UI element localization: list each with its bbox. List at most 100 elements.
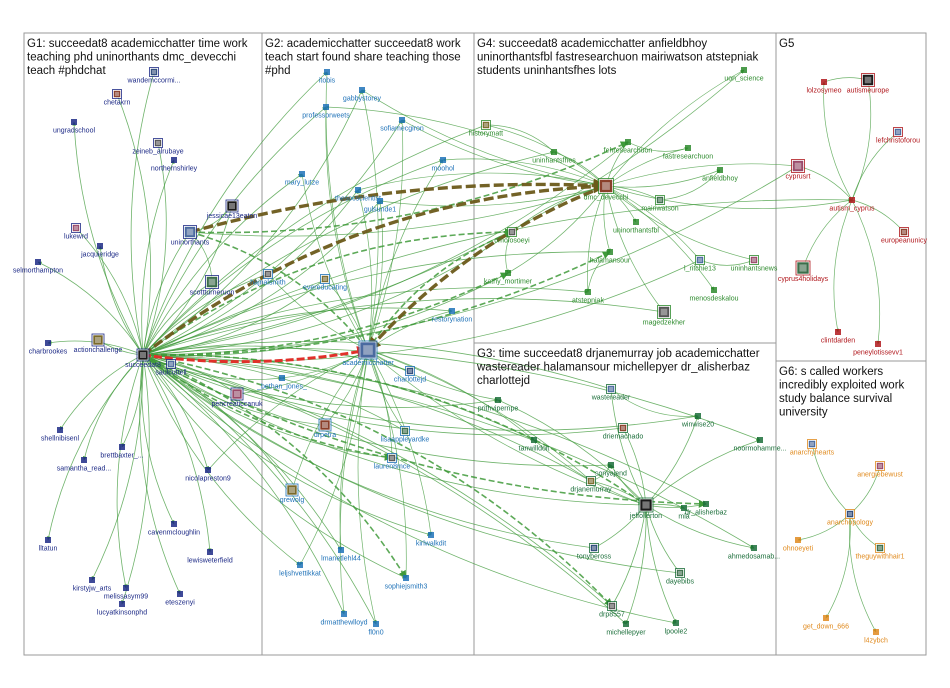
- node-uon_science[interactable]: uon_science: [724, 67, 764, 83]
- node-actionchallenge[interactable]: actionchallenge: [74, 333, 123, 354]
- node-succeedat8[interactable]: succeedat8: [125, 348, 161, 369]
- node-clintdarden[interactable]: clintdarden: [821, 329, 855, 345]
- node-autism_cyprus[interactable]: autism_cyprus: [829, 197, 875, 213]
- node-gulsunde1[interactable]: gulsunde1: [364, 198, 396, 214]
- node-gabbystorey[interactable]: gabbystorey: [343, 87, 382, 103]
- node-winwise20[interactable]: winwise20: [681, 413, 714, 429]
- node-shellnibisenl[interactable]: shellnibisenl: [41, 427, 80, 443]
- node-leljshvettikkat[interactable]: leljshvettikkat: [279, 562, 321, 578]
- node-uninorthants[interactable]: uninorthants: [171, 225, 210, 247]
- node-dr_alisherbaz[interactable]: dr_alisherbaz: [685, 501, 728, 517]
- node-europeanunicy[interactable]: europeanunicy: [881, 227, 927, 245]
- node-lmanetlehl44[interactable]: lmanetlehl44: [321, 547, 361, 563]
- node-drmatthewlloyd[interactable]: drmatthewlloyd: [320, 611, 368, 627]
- node-omolosoeyi[interactable]: omolosoeyi: [494, 227, 530, 245]
- node-driemachado[interactable]: driemachado: [603, 423, 644, 441]
- node-fastresearchuon[interactable]: fastresearchuon: [663, 145, 713, 161]
- node-melissasym99[interactable]: melissasym99: [104, 585, 148, 601]
- node-sonyajend[interactable]: sonyajend: [595, 462, 627, 478]
- node-scottturneruon[interactable]: scottturneruon: [190, 275, 235, 297]
- node-jessicae13eaton[interactable]: jessicae13eaton: [206, 199, 258, 220]
- node-jeffollerton[interactable]: jeffollerton: [629, 497, 662, 520]
- node-menosdeskalou[interactable]: menosdeskalou: [689, 287, 739, 303]
- node-noormohammed[interactable]: noormohamme...: [734, 437, 787, 453]
- node-northernshirley[interactable]: northernshirley: [151, 157, 198, 173]
- node-anfieldbhoy[interactable]: anfieldbhoy: [702, 167, 738, 183]
- node-lefchristoforou[interactable]: lefchristoforou: [876, 127, 920, 145]
- node-halamansour[interactable]: halamansour: [590, 249, 631, 265]
- node-kirstyjw_arts[interactable]: kirstyjw_arts: [73, 577, 112, 593]
- node-evereducating[interactable]: evereducating: [303, 274, 347, 292]
- node-cavenmcloughlin[interactable]: cavenmcloughlin: [148, 521, 200, 537]
- node-historymatt[interactable]: historymatt: [469, 120, 503, 138]
- node-michellepyer[interactable]: michellepyer: [606, 621, 646, 637]
- node-ohnoeyeti[interactable]: ohnoeyeti: [783, 537, 814, 553]
- node-grewolg[interactable]: grewolg: [280, 483, 305, 504]
- node-samantha_read[interactable]: samantha_read...: [57, 457, 112, 473]
- node-prithvipernpe[interactable]: prithvipernpe: [478, 397, 519, 413]
- node-anarchopology[interactable]: anarchopology: [827, 509, 873, 527]
- node-lolzosymeo[interactable]: lolzosymeo: [806, 79, 842, 95]
- node-drpetra[interactable]: drpetra: [314, 418, 336, 439]
- node-mairiwatson[interactable]: mairiwatson: [641, 195, 679, 213]
- node-thesocscientist[interactable]: thesocscientist: [335, 187, 381, 203]
- node-nicolapreston9[interactable]: nicolapreston9: [185, 467, 231, 483]
- node-fehresearchuon[interactable]: fehresearchuon: [604, 139, 653, 155]
- node-lauren8mce[interactable]: lauren8mce: [374, 453, 411, 471]
- node-uninhantsfhes[interactable]: uninhantsfhes: [532, 149, 576, 165]
- node-brettbaxter[interactable]: brettbaxter_...: [100, 444, 144, 460]
- node-peneylotissevv1[interactable]: peneylotissevv1: [853, 341, 903, 357]
- node-dayebibs[interactable]: dayebibs: [666, 568, 695, 586]
- node-eteszenyi[interactable]: eteszenyi: [165, 591, 195, 607]
- node-bethan_jones[interactable]: _bethan_jones_: [256, 375, 307, 391]
- node-pencreaticcanuk[interactable]: pencreaticcanuk: [212, 387, 263, 408]
- node-get_down_666[interactable]: get_down_666: [803, 615, 849, 631]
- node-saulcuttell[interactable]: saulcuttell: [155, 359, 187, 377]
- node-academicchatter[interactable]: academicchatter: [342, 340, 394, 367]
- node-mary_lutze[interactable]: mary_lutze: [285, 171, 319, 187]
- node-drjanemurray[interactable]: drjanemurray: [570, 476, 612, 494]
- node-kathy_mortimer[interactable]: kathy_mortimer: [484, 270, 533, 286]
- node-lisaappleyardke[interactable]: lisaappleyardke: [381, 426, 430, 444]
- node-lpoole2[interactable]: lpoole2: [665, 620, 688, 636]
- node-atstepniak[interactable]: atstepniak: [572, 289, 604, 305]
- node-wandemccormi[interactable]: wandemccormi...: [127, 67, 181, 85]
- node-charlottejd[interactable]: charlottejd: [394, 366, 426, 384]
- node-hajnalsmith[interactable]: hajnalsmith: [250, 269, 286, 287]
- node-wastereader[interactable]: wastereader: [591, 384, 631, 402]
- node-selmorthampton[interactable]: selmorthampton: [13, 259, 63, 275]
- node-sofiamecgiron[interactable]: sofiamecgiron: [380, 117, 424, 133]
- node-drp8557[interactable]: drp8557: [599, 601, 625, 619]
- node-anarchyhearts[interactable]: anarchyhearts: [790, 439, 835, 457]
- node-moohol[interactable]: moohol: [432, 157, 455, 173]
- node-dmc_devecchi[interactable]: dmc_devecchi: [584, 178, 629, 202]
- node-cyprus4holidays[interactable]: cyprus4holidays: [778, 260, 829, 283]
- node-cyprusrt[interactable]: cyprusrt: [786, 159, 811, 181]
- node-lltatun[interactable]: lltatun: [39, 537, 58, 553]
- node-ahmedosamab[interactable]: ahmedosamab...: [728, 545, 780, 561]
- node-zeineb_alrubaye[interactable]: zeineb_alrubaye: [132, 138, 184, 156]
- node-uninorthantsfbl[interactable]: uninorthantsfbl: [613, 219, 659, 235]
- node-theguywithhair1[interactable]: theguywithhair1: [855, 543, 905, 561]
- node-professorweets[interactable]: professorweets: [302, 104, 350, 120]
- node-fl0n0[interactable]: fl0n0: [368, 621, 384, 637]
- node-lukewrd[interactable]: lukewrd: [64, 223, 88, 241]
- node-sophiejsmith3[interactable]: sophiejsmith3: [385, 575, 428, 591]
- node-tanwilldoit[interactable]: tanwilldoit: [519, 437, 550, 453]
- node-ungradschool[interactable]: ungradschool: [53, 119, 95, 135]
- node-l4zybch[interactable]: l4zybch: [864, 629, 888, 645]
- node-tonybeross[interactable]: tonybeross: [577, 543, 612, 561]
- node-charbrookes[interactable]: charbrookes: [29, 340, 68, 356]
- node-anergiebewust[interactable]: anergiebewust: [857, 461, 903, 479]
- node-mla[interactable]: mla: [678, 505, 690, 521]
- node-autismeurope[interactable]: autismeurope: [847, 73, 890, 95]
- node-restorynation[interactable]: restorynation: [432, 308, 473, 324]
- node-lewisweterfield[interactable]: lewisweterfield: [187, 549, 233, 565]
- node-uninhantsnews[interactable]: uninhantsnews: [731, 255, 778, 273]
- node-jacquieridge[interactable]: jacquieridge: [80, 243, 119, 259]
- node-l_ritchie13[interactable]: l_ritchie13: [684, 255, 716, 273]
- node-itobis[interactable]: itobis: [319, 69, 336, 85]
- node-chetakrn[interactable]: chetakrn: [104, 89, 131, 107]
- node-kirlwalkdit[interactable]: kirlwalkdit: [416, 532, 446, 548]
- node-lucyatkinsonphd[interactable]: lucyatkinsonphd: [97, 601, 147, 617]
